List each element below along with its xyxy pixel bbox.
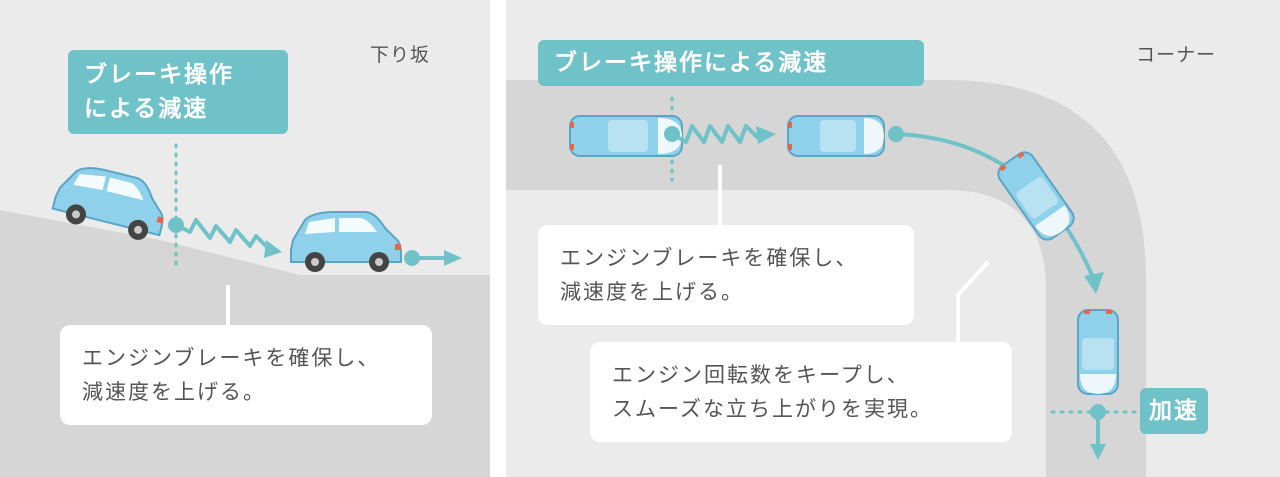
bubble2-line-2: スムーズな立ち上がりを実現。 [612,397,933,421]
downhill-panel: 下り坂 ブレーキ操作 による減速 [0,0,490,477]
corner-label: コーナー [1136,44,1217,66]
downhill-graphics [51,143,462,325]
tag-line-1: ブレーキ操作 [84,62,234,88]
car-cornering [997,151,1075,241]
corner-panel: コーナー ブレーキ操作による減速 [506,0,1280,477]
corner-accel-explanation: エンジン回転数をキープし、 スムーズな立ち上がりを実現。 [590,342,1012,442]
car-descending [51,167,164,240]
car-braked [787,115,885,157]
bubble-line-2: 減速度を上げる。 [82,380,266,404]
car-decelerated [290,211,402,272]
corner-graphics [569,96,1142,460]
downhill-explanation: エンジンブレーキを確保し、 減速度を上げる。 [60,325,432,425]
bubble1-line-1: エンジンブレーキを確保し、 [560,246,859,270]
accel-text: 加速 [1149,398,1199,424]
acceleration-tag: 加速 [1140,388,1208,434]
bubble1-line-2: 減速度を上げる。 [560,280,744,304]
bubble2-line-1: エンジン回転数をキープし、 [612,363,910,387]
tag-line-2: による減速 [84,96,209,122]
car-exiting [1077,309,1119,395]
downhill-label: 下り坂 [370,44,431,66]
tag-text: ブレーキ操作による減速 [554,50,829,76]
brake-deceleration-tag: ブレーキ操作 による減速 [68,50,288,134]
brake-deceleration-tag: ブレーキ操作による減速 [538,40,924,86]
corner-brake-explanation: エンジンブレーキを確保し、 減速度を上げる。 [538,225,914,325]
bubble-line-1: エンジンブレーキを確保し、 [82,346,381,370]
corner-road [506,80,1146,477]
